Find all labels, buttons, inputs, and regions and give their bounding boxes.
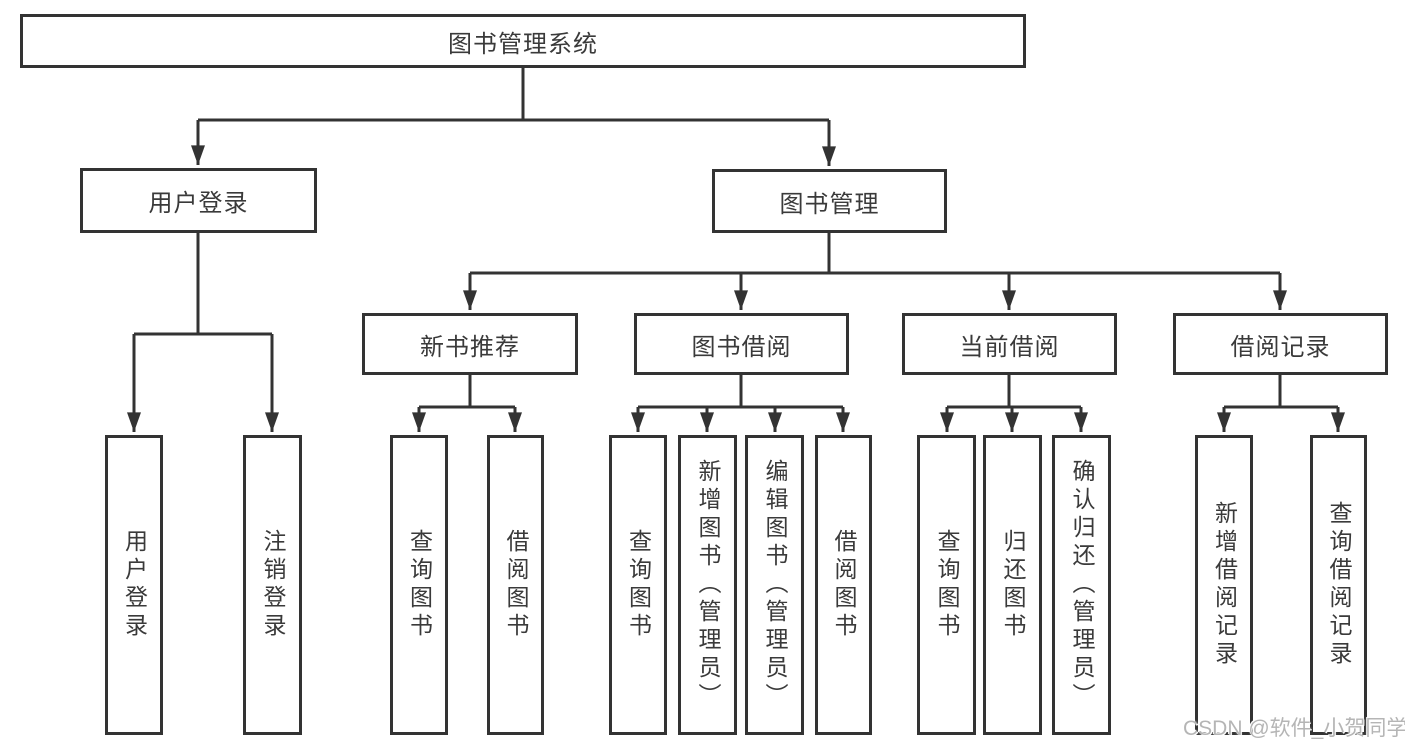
node-label: 当前借阅	[959, 333, 1060, 361]
node-label: 借阅图书	[831, 529, 857, 641]
node-label: 查询图书	[934, 529, 960, 641]
node-borrow-record: 借阅记录	[1173, 313, 1388, 375]
connector	[947, 375, 1081, 409]
leaf-bb-edit-book-admin: 编辑图书（管理员）	[745, 435, 804, 735]
node-label: 借阅图书	[503, 529, 529, 641]
node-label: 图书管理	[779, 190, 880, 218]
leaf-cb-confirm-return-admin: 确认归还（管理员）	[1052, 435, 1111, 735]
node-label: 图书管理系统	[448, 30, 598, 58]
node-label: 查询借阅记录	[1326, 501, 1352, 669]
leaf-logout-login: 注销登录	[243, 435, 302, 735]
leaf-br-add-record: 新增借阅记录	[1195, 435, 1253, 735]
node-label: 编辑图书（管理员）	[762, 459, 788, 711]
node-label: 新书推荐	[420, 333, 520, 361]
leaf-bb-query-book: 查询图书	[609, 435, 667, 735]
leaf-rec-borrow-book: 借阅图书	[487, 435, 544, 735]
node-label: 用户登录	[148, 190, 249, 217]
node-user-login: 用户登录	[80, 168, 317, 233]
node-label: 归还图书	[1000, 529, 1026, 641]
leaf-bb-borrow-book: 借阅图书	[815, 435, 872, 735]
node-book-management: 图书管理	[712, 169, 947, 233]
connector	[638, 375, 843, 409]
connector	[470, 233, 1280, 275]
csdn-watermark: CSDN @软件_小贺同学	[1183, 717, 1405, 740]
leaf-br-query-record: 查询借阅记录	[1310, 435, 1367, 735]
node-current-borrow: 当前借阅	[902, 313, 1117, 375]
node-label: 新增图书（管理员）	[695, 459, 721, 711]
node-label: 注销登录	[260, 529, 286, 641]
node-label: 借阅记录	[1230, 333, 1331, 361]
node-new-book-recommend: 新书推荐	[362, 313, 578, 375]
node-label: 图书借阅	[691, 333, 792, 361]
node-label: 查询图书	[406, 529, 433, 641]
leaf-user-login: 用户登录	[105, 435, 163, 735]
connector	[1224, 375, 1338, 409]
node-label: 用户登录	[121, 529, 148, 641]
connector	[419, 375, 515, 409]
connector	[198, 68, 829, 122]
node-label: 新增借阅记录	[1211, 501, 1238, 669]
node-label: 查询图书	[625, 529, 652, 641]
leaf-bb-add-book-admin: 新增图书（管理员）	[678, 435, 737, 735]
connector	[134, 233, 272, 336]
node-book-borrow: 图书借阅	[634, 313, 849, 375]
leaf-cb-return-book: 归还图书	[983, 435, 1042, 735]
leaf-cb-query-book: 查询图书	[917, 435, 976, 735]
node-label: 确认归还（管理员）	[1069, 459, 1095, 711]
leaf-rec-query-book: 查询图书	[390, 435, 448, 735]
node-root-library-system: 图书管理系统	[20, 14, 1026, 68]
